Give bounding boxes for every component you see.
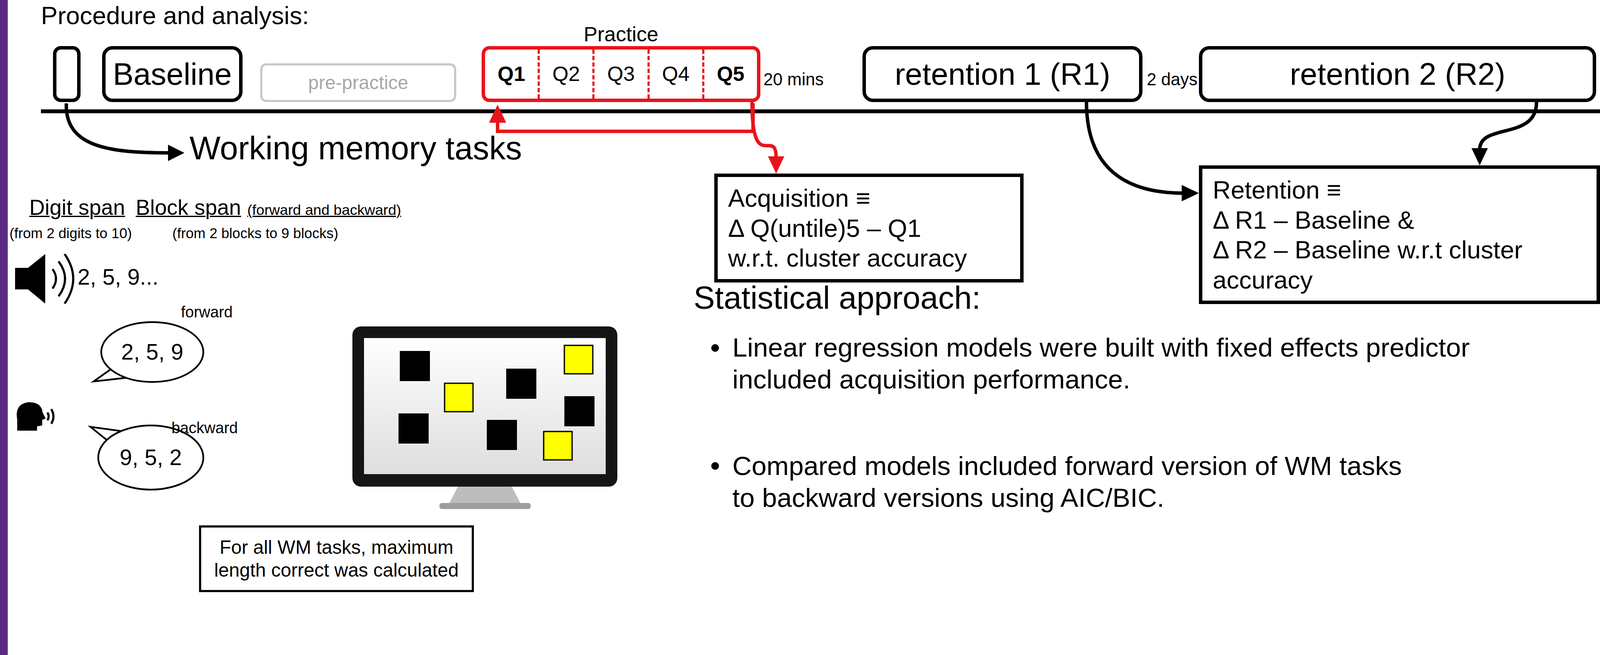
box-text: Δ R2 – Baseline w.r.t cluster accuracy [1212, 234, 1523, 295]
process-box: Retention ≡Δ R1 – Baseline &Δ R2 – Basel… [1198, 165, 1600, 305]
box-text: Acquisition ≡ [728, 183, 871, 214]
timeline [40, 109, 1600, 114]
box-text: Q2 [552, 61, 580, 87]
practice-bracket [488, 103, 754, 132]
wm-marker-box [54, 47, 79, 101]
box-text: Q3 [607, 61, 635, 87]
task-note: (from 2 digits to 10) [9, 224, 132, 243]
process-box: Baseline [102, 46, 243, 103]
box-text: For all WM tasks, maximum length correct… [211, 536, 462, 583]
box-text: pre-practice [308, 71, 408, 95]
quintile-cell: Q3 [594, 49, 650, 99]
connector [1086, 102, 1199, 202]
box-text: 2, 5, 9 [121, 338, 184, 366]
bullet-dot [711, 344, 720, 352]
direction-label: backward [171, 418, 238, 438]
box-heading: Practice [485, 21, 757, 47]
interval-label: 20 mins [763, 68, 824, 90]
side-bar [0, 0, 8, 655]
head-icon [16, 402, 54, 431]
box-text: Retention ≡ [1212, 174, 1342, 206]
practice-box: PracticeQ1Q2Q3Q4Q5 [481, 46, 761, 103]
task-note: (forward and backward) [247, 201, 402, 219]
speech-bubble: 2, 5, 9 [99, 320, 205, 384]
bullet-text: Linear regression models were built with… [732, 331, 1543, 396]
process-box: For all WM tasks, maximum length correct… [199, 525, 474, 593]
section-heading: Working memory tasks [189, 128, 522, 168]
process-box: Acquisition ≡Δ Q(untile)5 – Q1w.r.t. clu… [714, 173, 1024, 283]
task-name: Block span [135, 194, 242, 221]
quintile-cell: Q2 [539, 49, 595, 99]
task-name: Digit span [29, 194, 125, 221]
box-text: Q4 [662, 61, 690, 87]
page-title: Procedure and analysis: [40, 0, 309, 30]
wm-arrow [66, 103, 185, 162]
box-text: 9, 5, 2 [119, 444, 183, 471]
process-box: retention 2 (R2) [1198, 46, 1597, 103]
connector [752, 102, 785, 174]
process-box: pre-practice [260, 63, 457, 103]
box-text: Q1 [497, 61, 526, 87]
box-text: Baseline [112, 55, 232, 93]
box-text: Δ Q(untile)5 – Q1 [728, 213, 922, 244]
process-box: retention 1 (R1) [862, 46, 1143, 103]
bullet-dot [711, 462, 720, 471]
connector [1471, 102, 1537, 166]
speaker-icon [15, 254, 74, 304]
quintile-cell: Q1 [485, 49, 540, 99]
monitor-illustration [352, 326, 618, 510]
box-text: retention 2 (R2) [1289, 55, 1506, 93]
section-heading: Statistical approach: [693, 279, 981, 318]
bullet-text: Compared models included forward version… [732, 450, 1431, 515]
box-text: Q5 [716, 61, 745, 87]
quintile-cell: Q4 [649, 49, 705, 99]
digit-sequence: 2, 5, 9... [77, 263, 159, 291]
box-text: retention 1 (R1) [894, 55, 1111, 93]
task-note: (from 2 blocks to 9 blocks) [172, 224, 339, 243]
interval-label: 2 days [1146, 68, 1198, 90]
quintile-cell: Q5 [704, 49, 757, 99]
direction-label: forward [180, 302, 233, 322]
box-text: Δ R1 – Baseline & [1212, 205, 1415, 236]
box-text: w.r.t. cluster accuracy [728, 242, 967, 274]
